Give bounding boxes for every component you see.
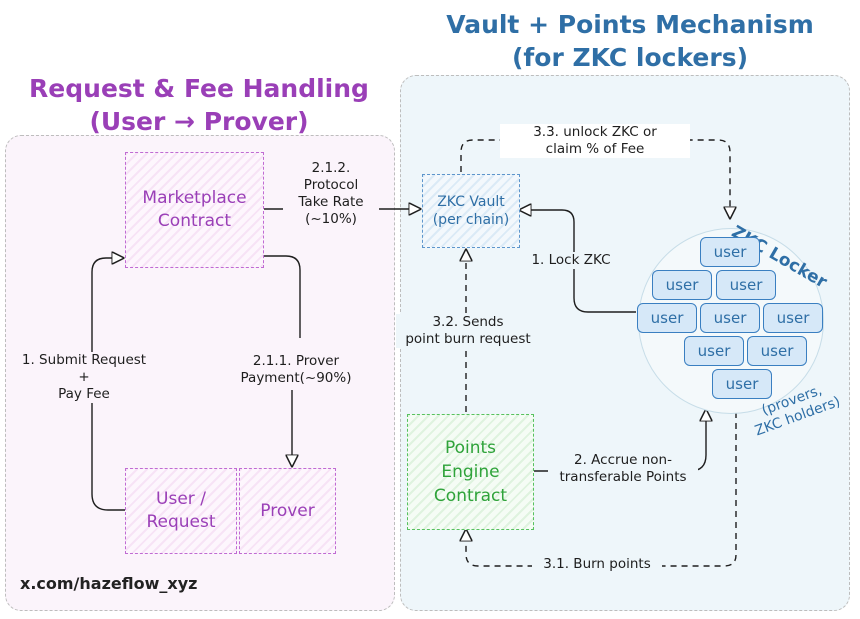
- user-chip: user: [763, 303, 823, 333]
- sends-burn-request-label: 3.2. Sends point burn request: [396, 314, 540, 348]
- user-chip: user: [684, 336, 744, 366]
- arrow-unlock: [460, 139, 730, 218]
- user-request-box: User / Request: [125, 468, 237, 554]
- user-chip: user: [652, 270, 712, 300]
- points-engine-box: Points Engine Contract: [407, 414, 534, 530]
- accrue-points-label: 2. Accrue non- transferable Points: [548, 452, 698, 486]
- user-chip: user: [712, 369, 772, 399]
- arrow-prover-payment: [262, 255, 301, 338]
- zkc-vault-box: ZKC Vault (per chain): [422, 174, 520, 248]
- request-fee-heading: Request & Fee Handling (User → Prover): [29, 74, 369, 136]
- marketplace-contract-box: Marketplace Contract: [125, 152, 264, 268]
- prover-payment-label: 2.1.1. Prover Payment(~90%): [236, 353, 356, 387]
- arrow-burn: [466, 412, 737, 567]
- user-chip: user: [700, 237, 760, 267]
- prover-box: Prover: [239, 468, 336, 554]
- author-watermark: x.com/hazeflow_xyz: [20, 574, 198, 593]
- user-chip: user: [747, 336, 807, 366]
- user-chip: user: [637, 303, 697, 333]
- unlock-zkc-label: 3.3. unlock ZKC or claim % of Fee: [500, 124, 690, 158]
- submit-request-label: 1. Submit Request + Pay Fee: [14, 352, 154, 403]
- user-chip: user: [700, 303, 760, 333]
- protocol-take-rate-label: 2.1.2. Protocol Take Rate (~10%): [283, 160, 379, 228]
- vault-points-heading: Vault + Points Mechanism (for ZKC locker…: [446, 10, 814, 72]
- lock-zkc-label: 1. Lock ZKC: [518, 252, 624, 269]
- user-chip: user: [716, 270, 776, 300]
- burn-points-label: 3.1. Burn points: [532, 556, 662, 573]
